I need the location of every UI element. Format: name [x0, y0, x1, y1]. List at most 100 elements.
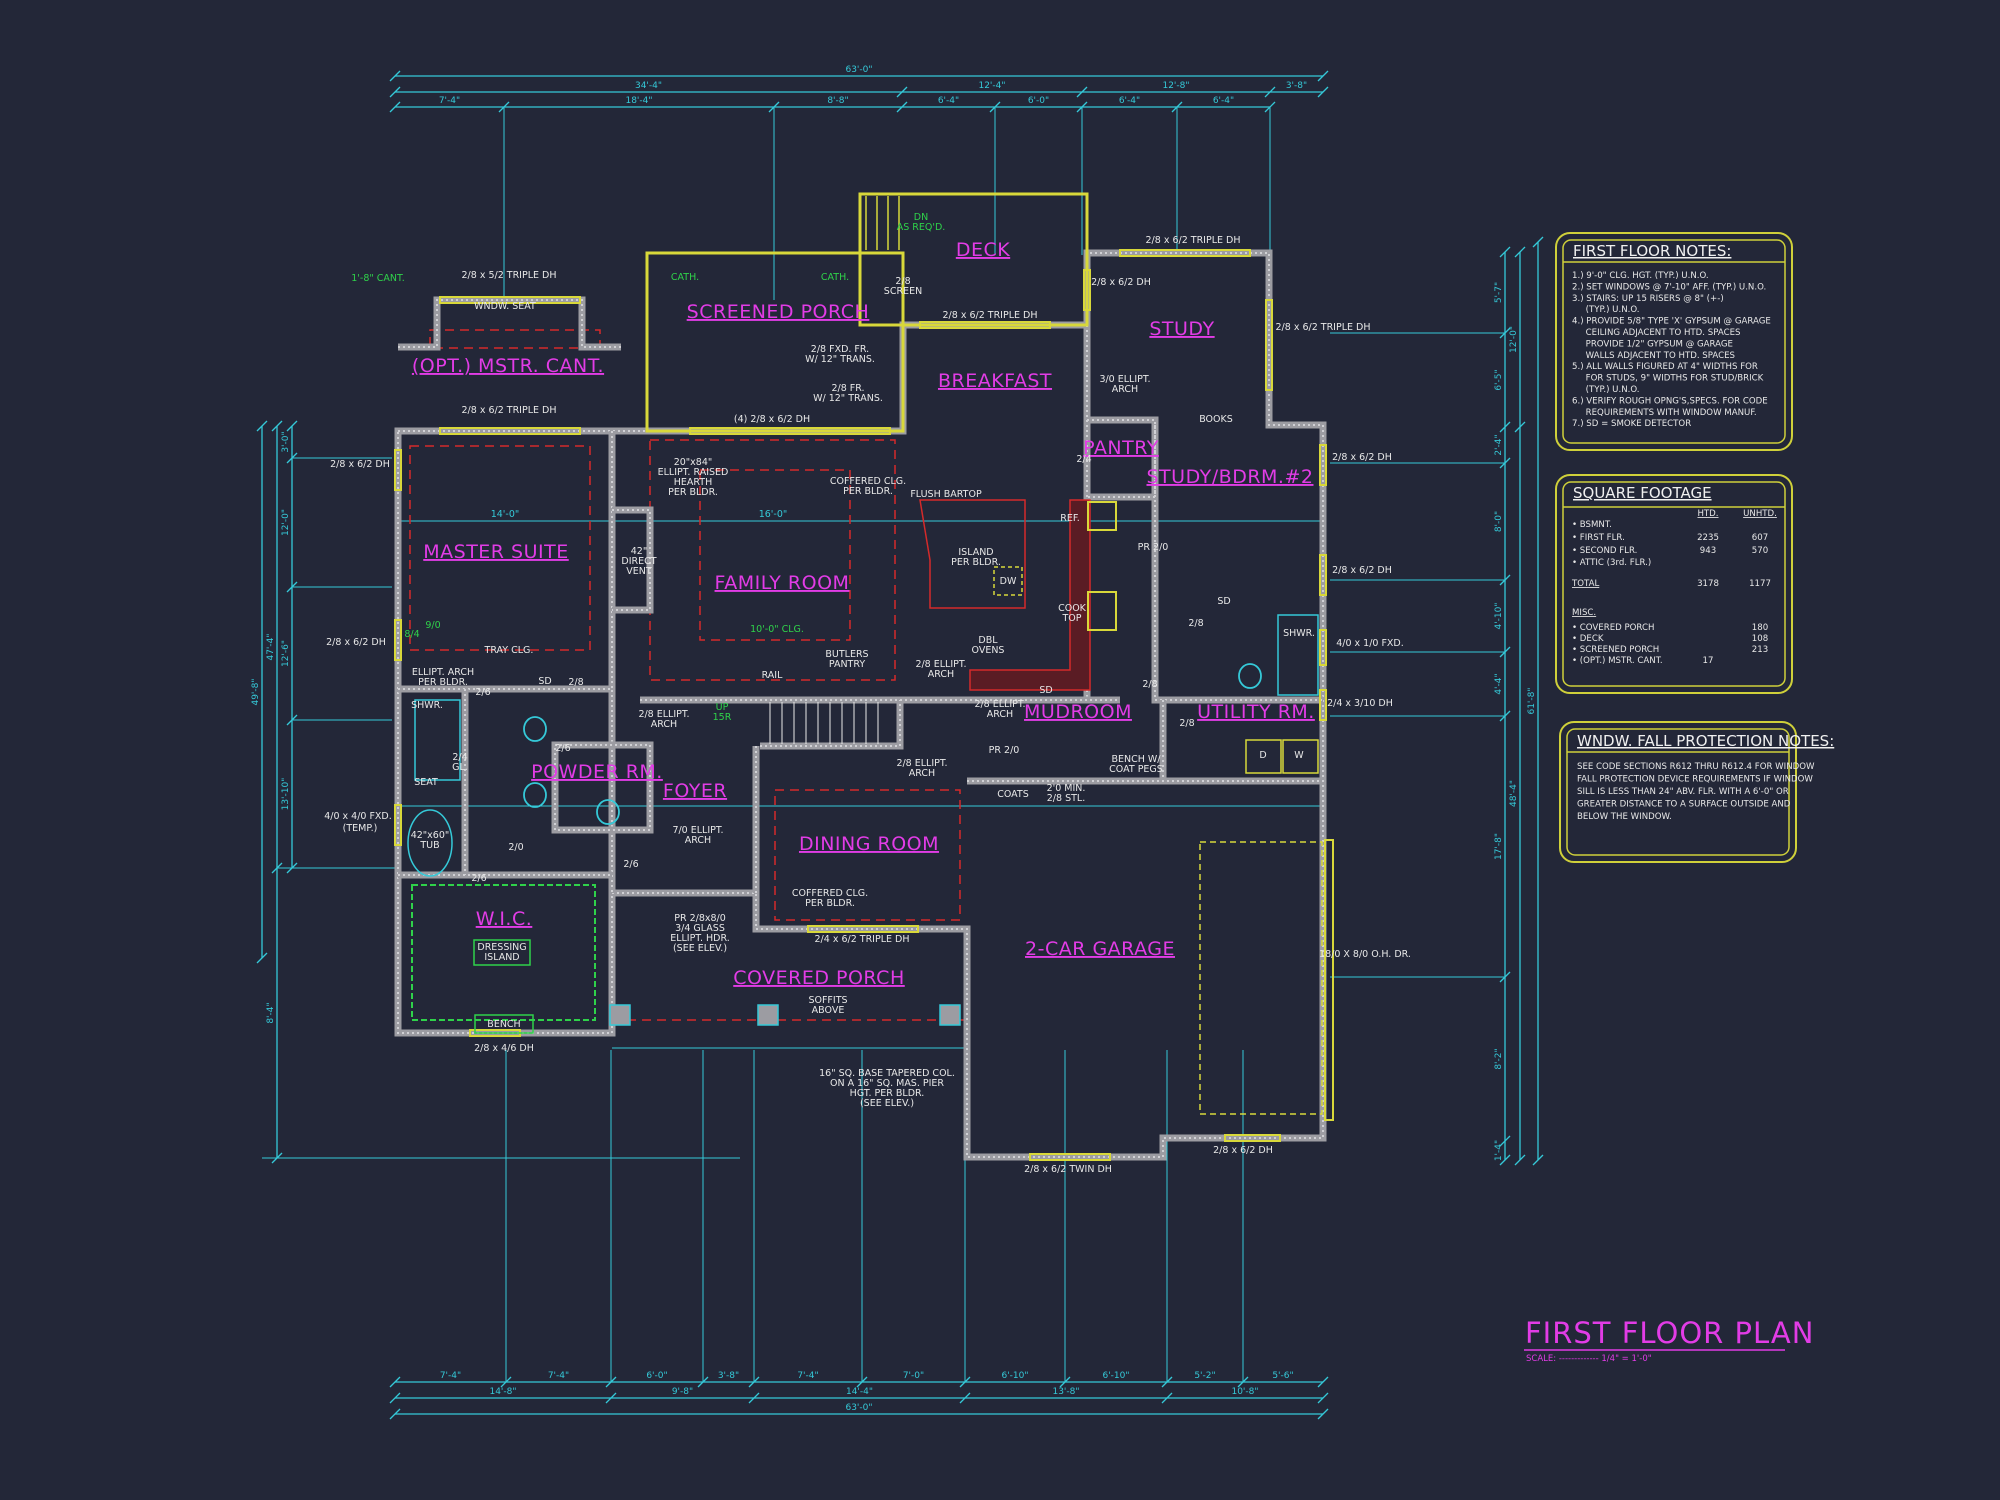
- dimension-label: 6'-5": [1494, 369, 1504, 390]
- annotation-line: ISLAND: [958, 547, 993, 558]
- annotation-line: 2/8: [895, 276, 910, 287]
- annotation: 14'-0": [491, 509, 520, 520]
- annotation-line: PER BLDR.: [668, 487, 718, 498]
- annotation: 2/8: [1142, 679, 1157, 690]
- annotation: 10'-0" CLG.: [750, 624, 804, 635]
- window: [1265, 299, 1273, 391]
- shower: [414, 699, 461, 781]
- fall-protection-notes-outer-border: [1559, 721, 1797, 863]
- annotation-line: 14'-0": [491, 509, 520, 520]
- dimension-lines: 63'-0"34'-4"12'-4"12'-8"3'-8"7'-4"18'-4"…: [251, 65, 1544, 1420]
- fall-protection-line: BELOW THE WINDOW.: [1577, 812, 1672, 822]
- annotation-line: 1'-8" CANT.: [351, 273, 404, 284]
- dimension-label: 5'-2": [1194, 1371, 1215, 1381]
- annotation: TRAY CLG.: [484, 645, 534, 656]
- window: [1319, 629, 1327, 666]
- porch-column: [757, 1004, 779, 1026]
- annotation-line: 16'-0": [759, 509, 788, 520]
- annotation: PR 2/0: [989, 745, 1020, 756]
- annotation-line: DN: [914, 212, 928, 223]
- dishwasher: [993, 566, 1023, 596]
- dimension-tick: [1499, 421, 1511, 433]
- annotation-line: 2/8 ELLIPT.: [638, 709, 689, 720]
- room-label: POWDER RM.: [531, 761, 663, 783]
- annotation: WNDW. SEAT: [474, 301, 536, 312]
- annotation-line: ARCH: [685, 835, 711, 846]
- annotation-line: 2/8: [1142, 679, 1157, 690]
- dimension-tick: [1317, 1392, 1329, 1404]
- room-label: W.I.C.: [476, 908, 533, 930]
- annotation: CATH.: [821, 272, 849, 283]
- annotation: 9/0: [425, 620, 440, 631]
- first-floor-notes-outer-border: [1555, 232, 1793, 451]
- notes-panels: FIRST FLOOR NOTES:1.) 9'-0" CLG. HGT. (T…: [1555, 232, 1834, 863]
- annotation: 2/8 ELLIPT.ARCH: [915, 659, 966, 680]
- dimension-tick: [389, 70, 401, 82]
- annotation-line: SD: [1217, 596, 1230, 607]
- master-suite-wall-hatch: [398, 431, 613, 893]
- dimension-tick: [1317, 70, 1329, 82]
- dimension-label: 4'-4": [1494, 673, 1504, 694]
- toilet-or-sink-fixture: [596, 799, 620, 825]
- annotation-line: DIRECT: [621, 556, 656, 567]
- note-line: CEILING ADJACENT TO HTD. SPACES: [1572, 328, 1740, 338]
- annotation: 2/6: [475, 687, 490, 698]
- annotation: DW: [1000, 576, 1017, 587]
- dimension-label: 2'-4": [1494, 434, 1504, 455]
- room-label: DECK: [956, 239, 1010, 261]
- fall-protection-line: SEE CODE SECTIONS R612 THRU R612.4 FOR W…: [1577, 762, 1815, 772]
- window-label: 4/0 x 1/0 FXD.: [1336, 638, 1404, 649]
- dimension-label: 7'-0": [903, 1371, 924, 1381]
- dimension-label: 3'-8": [1286, 81, 1307, 91]
- dimension-label: 6'-0": [646, 1371, 667, 1381]
- annotation-line: 9/0: [425, 620, 440, 631]
- annotation: 2/8: [1179, 718, 1194, 729]
- annotation-line: BOOKS: [1199, 414, 1233, 425]
- sf-row-label: • SCREENED PORCH: [1572, 645, 1659, 655]
- annotation-line: 2/4: [1076, 454, 1091, 465]
- annotation: SD: [538, 676, 551, 687]
- dimension-label: 12'-0": [1509, 326, 1519, 353]
- dimension-label: 6'-4": [1213, 96, 1234, 106]
- annotation: 16" SQ. BASE TAPERED COL.ON A 16" SQ. MA…: [819, 1068, 955, 1109]
- annotation-line: 2/6: [475, 687, 490, 698]
- annotation: SD: [1217, 596, 1230, 607]
- dimension-tick: [1317, 1408, 1329, 1420]
- dimension-label: 7'-4": [548, 1371, 569, 1381]
- cooktop: [1087, 591, 1117, 631]
- sf-row-htd: 17: [1703, 656, 1714, 666]
- annotation-line: 2/6: [623, 859, 638, 870]
- coffered-ceiling-outline: [409, 445, 591, 651]
- annotation-line: HEARTH: [674, 477, 713, 488]
- dimension-tick: [1076, 86, 1088, 98]
- window-label: 2/8 x 6/2 TRIPLE DH: [1146, 235, 1241, 246]
- annotation-line: ARCH: [987, 709, 1013, 720]
- annotation: RAIL: [762, 670, 784, 681]
- dimension-tick: [1514, 1154, 1526, 1166]
- column-header-unhtd: UNHTD.: [1743, 509, 1777, 519]
- annotation-line: SD: [1039, 685, 1052, 696]
- annotation: 1'-8" CANT.: [351, 273, 404, 284]
- annotation-line: ARCH: [651, 719, 677, 730]
- annotation: W: [1294, 750, 1304, 761]
- dimension-label: 14'-4": [846, 1387, 873, 1397]
- ceiling-coffer-lines: [409, 329, 967, 1021]
- screened-porch-outline: [645, 251, 905, 433]
- annotation: SHWR.: [1283, 628, 1315, 639]
- annotation-line: 16" SQ. BASE TAPERED COL.: [819, 1068, 955, 1079]
- coffered-ceiling-outline: [699, 469, 851, 641]
- annotation-line: 15R: [713, 712, 732, 723]
- window-label: 2/8 x 4/6 DH: [474, 1043, 534, 1054]
- annotation-line: DBL: [978, 635, 998, 646]
- sf-row-label: • ATTIC (3rd. FLR.): [1572, 558, 1651, 568]
- first-floor-notes-title: FIRST FLOOR NOTES:: [1573, 242, 1731, 260]
- annotation-line: COOK: [1058, 603, 1087, 614]
- annotation: 2/8 ELLIPT.ARCH: [896, 758, 947, 779]
- annotation-line: PR 2/0: [1138, 542, 1169, 553]
- note-line: 4.) PROVIDE 5/8" TYPE 'X' GYPSUM @ GARAG…: [1572, 317, 1771, 327]
- window-label: 2/8 x 6/2 DH: [1213, 1145, 1273, 1156]
